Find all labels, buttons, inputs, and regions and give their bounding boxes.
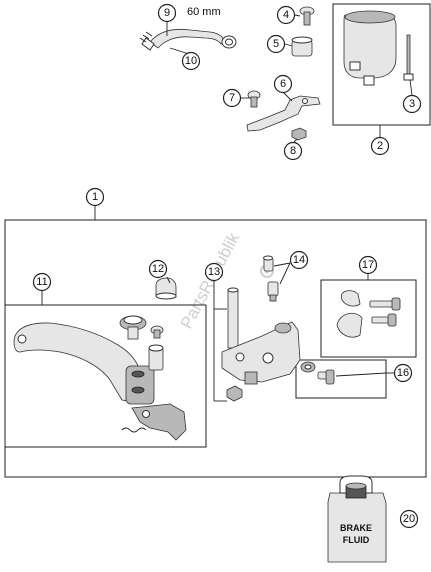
reservoir-box [332, 3, 431, 126]
can-label-line2: FLUID [343, 535, 370, 545]
brake-lever [13, 322, 155, 405]
callout-1: 1 [85, 187, 105, 207]
lever-adjuster-knob [119, 315, 147, 340]
pushrod-sleeve [148, 344, 164, 371]
callout-1-label: 1 [92, 191, 98, 203]
callout-9-label: 9 [164, 7, 170, 19]
callout-11: 11 [32, 272, 52, 292]
master-cylinder-piston [227, 287, 239, 349]
callout-17-label: 17 [362, 259, 374, 271]
can-label-line1: BRAKE [340, 523, 372, 533]
banjo-fitting [300, 361, 316, 373]
callout-20-label: 20 [403, 513, 415, 525]
callout-3-label: 3 [409, 98, 415, 110]
clamp-bolt-lower [371, 313, 397, 327]
callout-10: 10 [181, 51, 201, 71]
banjo-bolt [317, 369, 335, 385]
leader-lines [41, 14, 413, 402]
piston-nut [226, 385, 243, 402]
callout-14: 14 [289, 250, 309, 270]
callout-2-label: 2 [377, 140, 383, 152]
brake-fluid-reservoir [343, 10, 397, 86]
callout-20: 20 [399, 509, 419, 529]
pivot-pin [150, 325, 164, 339]
callout-6-label: 6 [280, 78, 286, 90]
hose-length-label: 60 mm [187, 6, 221, 18]
callout-16: 16 [393, 363, 413, 383]
bleeder-valve-2 [267, 281, 279, 302]
master-cylinder-body [221, 321, 301, 385]
callout-12: 12 [148, 259, 168, 279]
callout-5-label: 5 [273, 38, 279, 50]
bracket-bolt [247, 90, 261, 108]
callout-13-label: 13 [208, 266, 220, 278]
callout-4-label: 4 [283, 9, 289, 21]
callout-7: 7 [222, 88, 242, 108]
lever-pivot-bracket [131, 403, 187, 441]
hose-clamp [221, 35, 237, 49]
handlebar-clamp [336, 290, 363, 338]
callout-11-label: 11 [36, 276, 47, 288]
banjo-subassembly-box [295, 359, 387, 399]
dust-boot [155, 277, 177, 300]
callout-7-label: 7 [229, 92, 235, 104]
bracket-nut [291, 127, 307, 141]
callout-12-label: 12 [152, 263, 164, 275]
brake-hose [139, 28, 225, 51]
callout-8-label: 8 [290, 145, 296, 157]
callout-17: 17 [358, 255, 378, 275]
clamp-subassembly-box [320, 279, 417, 358]
callout-14-label: 14 [293, 254, 305, 266]
callout-5: 5 [266, 34, 286, 54]
callout-9: 9 [157, 3, 177, 23]
brake-fluid-can: BRAKE FLUID [327, 475, 387, 563]
reservoir-bracket [246, 95, 321, 132]
callout-10-label: 10 [185, 55, 197, 67]
return-spring [121, 427, 147, 433]
lever-subassembly-box [4, 304, 207, 448]
reservoir-grommet [291, 36, 313, 57]
reservoir-screw [299, 6, 315, 26]
callout-6: 6 [273, 74, 293, 94]
callout-3: 3 [402, 94, 422, 114]
callout-4: 4 [276, 5, 296, 25]
callout-13: 13 [204, 262, 224, 282]
callout-8: 8 [283, 141, 303, 161]
reservoir-bolt [403, 34, 414, 81]
callout-16-label: 16 [397, 367, 409, 379]
callout-2: 2 [370, 136, 390, 156]
clamp-bolt-upper [369, 297, 401, 311]
bleeder-valve [263, 255, 274, 272]
